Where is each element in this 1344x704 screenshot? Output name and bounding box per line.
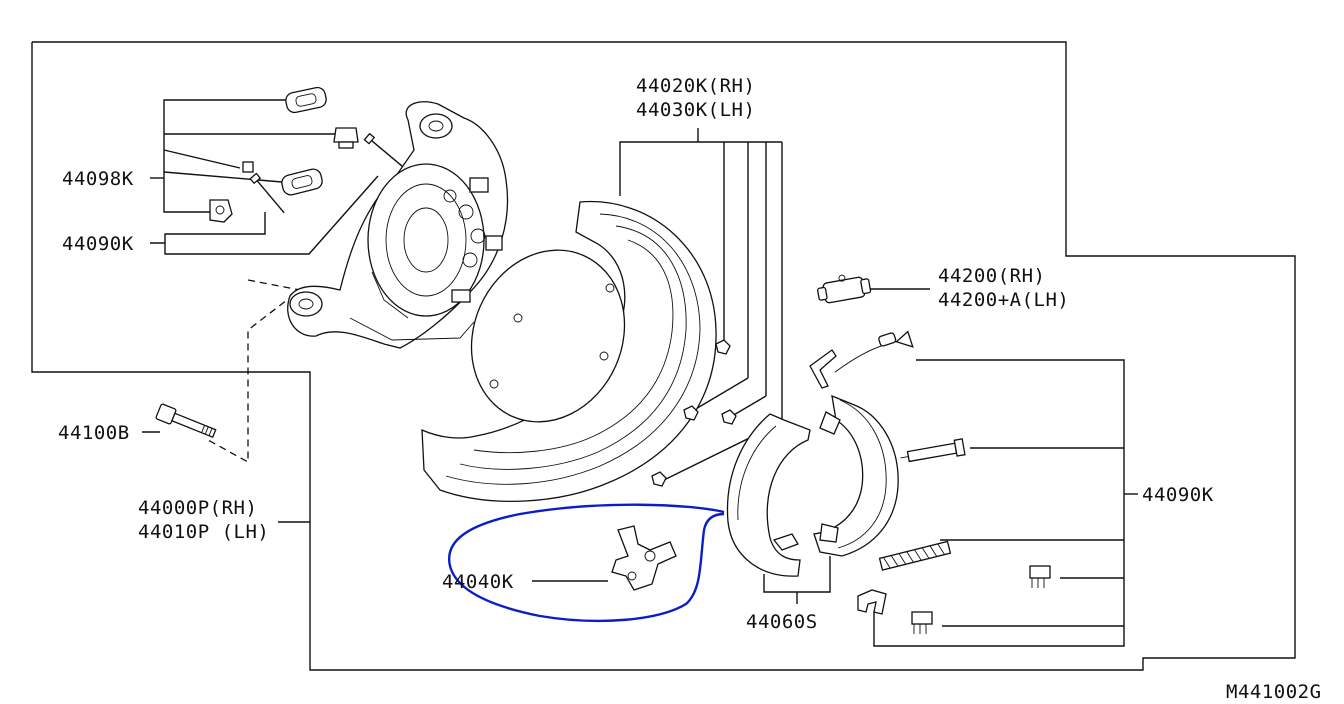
label-adjuster: 44040K [442,571,514,593]
label-shoe-set: 44060S [746,611,818,633]
label-shoe-lh: 44030K(LH) [636,99,755,121]
label-plate-rh: 44000P(RH) [138,497,257,519]
bolt-dashed-path [207,279,302,464]
brake-shoe-left [726,413,811,577]
backing-plate [421,200,717,502]
knuckle-assembly [287,101,509,349]
clip-parts [209,86,411,223]
frame-outline [31,41,1296,671]
label-hardware-kit-right: 44090K [1142,484,1214,506]
label-shoe-rh: 44020K(RH) [636,75,755,97]
label-plate-lh: 44010P (LH) [138,521,269,543]
spring-parts [809,330,1051,634]
label-hardware-kit-top: 44090K [62,233,134,255]
label-figure-code: M441002G [1226,681,1322,703]
shield-bolts [651,339,737,487]
bolt-part [155,403,217,439]
adjuster-part [611,525,677,591]
label-cylinder-rh: 44200(RH) [938,265,1045,287]
leader-lines [142,99,1138,647]
wheel-cylinder [817,274,872,304]
highlight-annotation [447,503,725,623]
label-bolt: 44100B [58,422,130,444]
brake-shoe-right [813,394,899,557]
label-clip-kit: 44098K [62,168,134,190]
label-cylinder-lh: 44200+A(LH) [938,289,1069,311]
